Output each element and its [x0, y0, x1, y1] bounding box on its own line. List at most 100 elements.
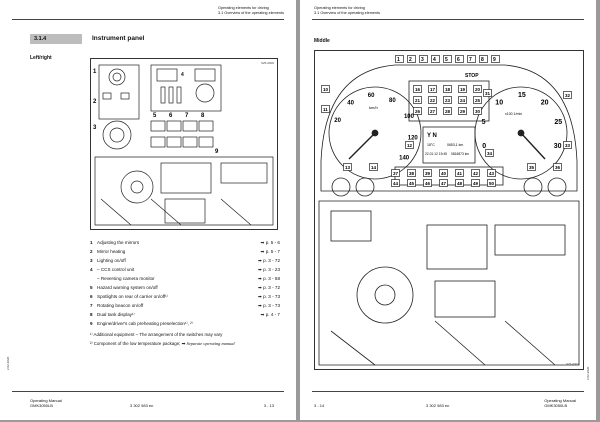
item-text: – Reversing camera monitor: [97, 276, 155, 281]
item-number: 8: [90, 312, 93, 317]
top-callout-box: [407, 55, 416, 63]
gauge-callout-box: [343, 163, 352, 171]
bottom-callout: 37: [393, 171, 399, 176]
page-reference[interactable]: ➡ p. 5 - 7: [261, 247, 280, 256]
warning-callout: 25: [475, 98, 481, 103]
top-callout: 5: [445, 57, 448, 63]
page-reference[interactable]: ➡ p. 3 - 73: [258, 292, 280, 301]
item-list: 1 Adjusting the mirrors ➡ p. 5 - 6 2 Mirror …: [90, 238, 280, 328]
warning-callout: 21: [415, 98, 421, 103]
top-callout: 1: [397, 57, 400, 63]
warning-callout: 18: [445, 87, 451, 92]
bottom-callout-box: [391, 169, 400, 177]
gauge-callout: 10: [323, 87, 329, 92]
speed-tick-label: 40: [347, 101, 354, 107]
item-text: Adjusting the mirrors: [97, 240, 140, 245]
page-reference[interactable]: ➡ p. 3 - 23: [258, 265, 280, 274]
footer-rule: [312, 391, 584, 392]
item-text: – CCS control unit: [97, 267, 135, 272]
footer-rule: [12, 391, 284, 392]
gauge-callout: 14: [371, 165, 377, 170]
speed-tick-label: 60: [368, 93, 375, 99]
page-reference-text: p. 4 - 7: [265, 312, 280, 317]
item-number: 5: [90, 285, 93, 290]
page-reference[interactable]: ➡ p. 5 - 6: [261, 238, 280, 247]
gauge-callout-box: [527, 163, 536, 171]
gauge-callout: 13: [345, 165, 351, 170]
tach-tick-label: 20: [541, 100, 549, 107]
right-header: Operating elements for driving 3.1 Overv…: [314, 6, 381, 15]
callout-9: 9: [215, 149, 219, 155]
page-reference[interactable]: ➡ p. 3 - 58: [258, 274, 280, 283]
bottom-callout: 46: [425, 181, 431, 186]
tach-tick-label: 15: [518, 92, 526, 99]
left-footer-title: Operating Manual GMK3050LB: [30, 398, 62, 408]
section-title: Instrument panel: [92, 35, 145, 42]
tach-tick-label: 25: [554, 119, 562, 126]
arrow-icon: ➡: [258, 267, 264, 272]
bottom-callout: 42: [473, 171, 479, 176]
warning-callout-box: [413, 96, 422, 104]
item-number: 1: [90, 240, 93, 245]
callout-4: 4: [181, 72, 184, 78]
arrow-icon: ➡: [258, 285, 264, 290]
speed-tick-label: 80: [389, 98, 396, 104]
warning-callout-box: [413, 85, 422, 93]
item-number: 9: [90, 321, 93, 326]
top-callout-box: [455, 55, 464, 63]
bottom-callout: 39: [425, 171, 431, 176]
warning-callout-box: [473, 85, 482, 93]
item-text: Lighting on/off: [97, 258, 126, 263]
left-right-panel-figure: S25-0000: [90, 58, 278, 230]
warning-callout-box: [428, 107, 437, 115]
list-item: 2 Mirror heating ➡ p. 5 - 7: [90, 247, 280, 256]
left-page: Operating elements for driving 3.1 Overv…: [0, 0, 296, 420]
footnote-2: ²⁾ Component of the low temperature pack…: [90, 341, 235, 346]
gauge-callout: 12: [407, 143, 413, 148]
tach-tick-label: 0: [482, 143, 486, 150]
warning-callout: 20: [475, 87, 481, 92]
list-item: 1 Adjusting the mirrors ➡ p. 5 - 6: [90, 238, 280, 247]
bottom-callout-box: [471, 169, 480, 177]
odometer-display: 0816873 km: [451, 152, 469, 156]
top-callout: 7: [469, 57, 472, 63]
subheading-middle: Middle: [314, 38, 330, 44]
top-callout-box: [479, 55, 488, 63]
gauge-callout-box: [553, 163, 562, 171]
gauge-callout-box: [321, 105, 330, 113]
speed-unit: km/h: [369, 105, 378, 110]
item-number: 2: [90, 249, 93, 254]
page-reference-text: p. 3 - 72: [263, 285, 280, 290]
gauge-callout: 32: [565, 93, 571, 98]
item-text: Spotlights on rear of carrier on/off¹⁾: [97, 294, 168, 299]
warning-callout-box: [473, 96, 482, 104]
separate-manual-link[interactable]: Separate operating manual: [186, 341, 235, 346]
item-text: Hazard warning system on/off: [97, 285, 158, 290]
footnote-1: ¹⁾ Additional equipment – The arrangemen…: [90, 332, 223, 337]
speed-tick-label: 140: [399, 155, 410, 161]
page-reference-text: p. 3 - 73: [263, 303, 280, 308]
page-reference[interactable]: ➡ p. 3 - 72: [258, 283, 280, 292]
warning-callout: 28: [445, 109, 451, 114]
left-header: Operating elements for driving 3.1 Overv…: [217, 6, 284, 15]
tach-unit: x100 1/min: [505, 112, 522, 116]
arrow-icon: ➡: [260, 249, 266, 254]
middle-panel-figure: S25-0002: [314, 50, 584, 370]
page-reference[interactable]: ➡ p. 3 - 73: [258, 301, 280, 310]
page-reference[interactable]: ➡ p. 4 - 7: [261, 310, 280, 319]
warning-callout-box: [473, 107, 482, 115]
item-text: Mirror heating: [97, 249, 126, 254]
gauge-callout: 33: [565, 143, 571, 148]
left-footer-doc: 3 302 983 en: [130, 403, 154, 408]
arrow-icon: ➡: [258, 303, 264, 308]
speed-tick-label: 20: [334, 118, 341, 124]
callout-6: 6: [169, 113, 173, 119]
page-reference-text: p. 5 - 7: [265, 249, 280, 254]
page-reference[interactable]: ➡ p. 3 - 72: [258, 256, 280, 265]
item-number: 7: [90, 303, 93, 308]
subheading-left-right: Left/right: [30, 55, 52, 61]
